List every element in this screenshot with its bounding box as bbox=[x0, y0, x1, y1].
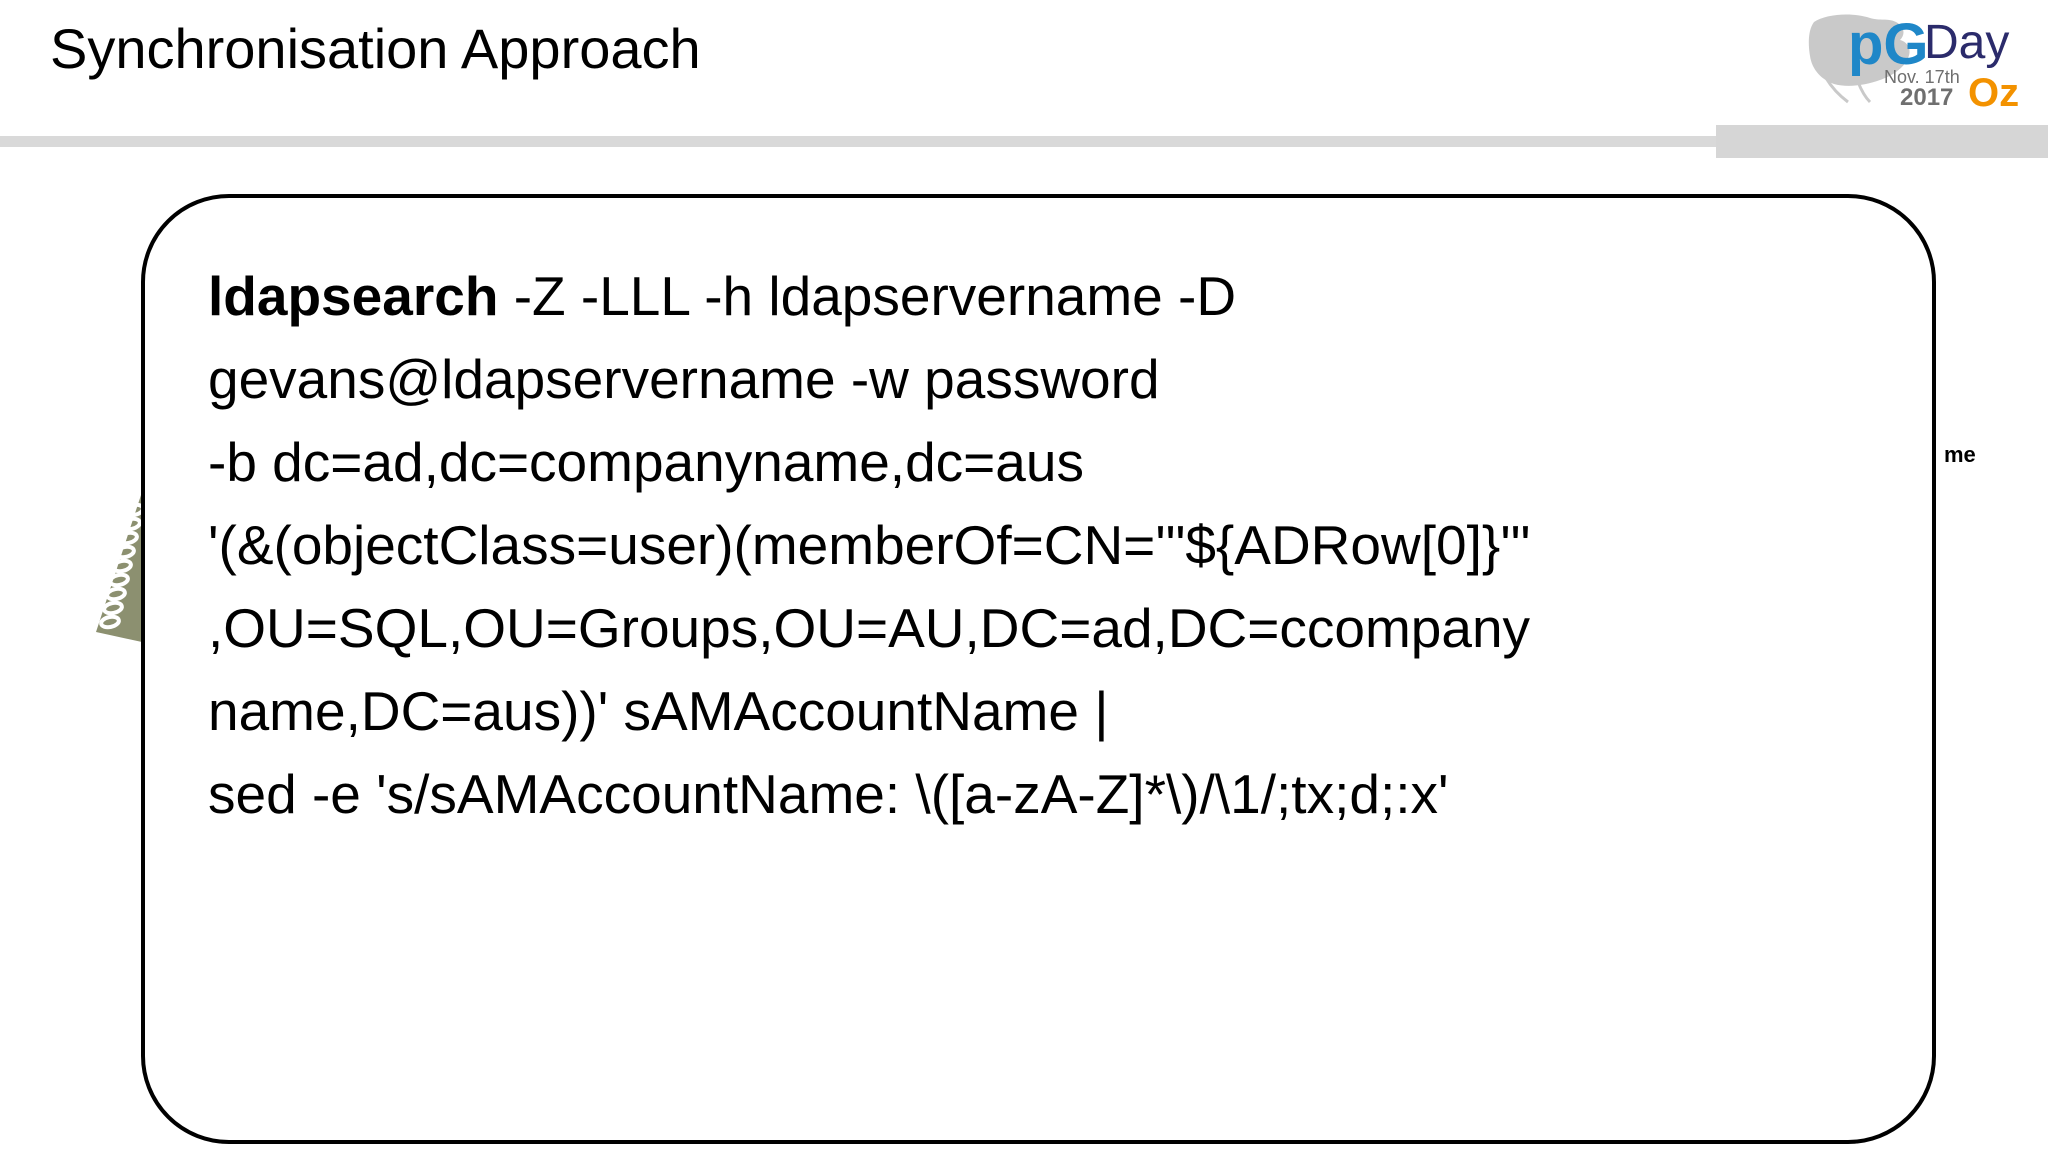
logo-day-text: Day bbox=[1924, 16, 2009, 69]
code-line-2: gevans@ldapservername -w password bbox=[208, 348, 1160, 410]
logo-oz-text: Oz bbox=[1968, 71, 2019, 112]
code-line-1: ldapsearch -Z -LLL -h ldapservername -D bbox=[208, 255, 1908, 338]
entity-box-label: me bbox=[1944, 442, 1976, 467]
code-line-4: '(&(objectClass=user)(memberOf=CN='"${AD… bbox=[208, 514, 1531, 576]
code-line-6: name,DC=aus))' sAMAccountName | bbox=[208, 680, 1109, 742]
code-block: ldapsearch -Z -LLL -h ldapservername -D … bbox=[208, 255, 1908, 836]
code-line-7: sed -e 's/sAMAccountName: \([a-zA-Z]*\)/… bbox=[208, 763, 1449, 825]
header-divider-rule bbox=[0, 136, 2048, 147]
header-divider-block bbox=[1716, 125, 2048, 158]
logo-date-line1: Nov. 17th bbox=[1884, 67, 1960, 87]
pgday-oz-logo: pG Day Nov. 17th 2017 Oz bbox=[1796, 6, 2032, 112]
page-title: Synchronisation Approach bbox=[50, 17, 701, 80]
code-callout-box bbox=[141, 194, 1936, 1144]
code-line-5: ,OU=SQL,OU=Groups,OU=AU,DC=ad,DC=ccompan… bbox=[208, 597, 1531, 659]
map-silhouette-icon bbox=[1808, 14, 1910, 104]
code-line-1-args: -Z -LLL -h ldapservername -D bbox=[498, 265, 1237, 327]
logo-pg-text: pG bbox=[1848, 12, 1929, 77]
code-line-1-command: ldapsearch bbox=[208, 265, 499, 327]
logo-date-line2: 2017 bbox=[1900, 84, 1953, 111]
code-line-3: -b dc=ad,dc=companyname,dc=aus bbox=[208, 431, 1084, 493]
